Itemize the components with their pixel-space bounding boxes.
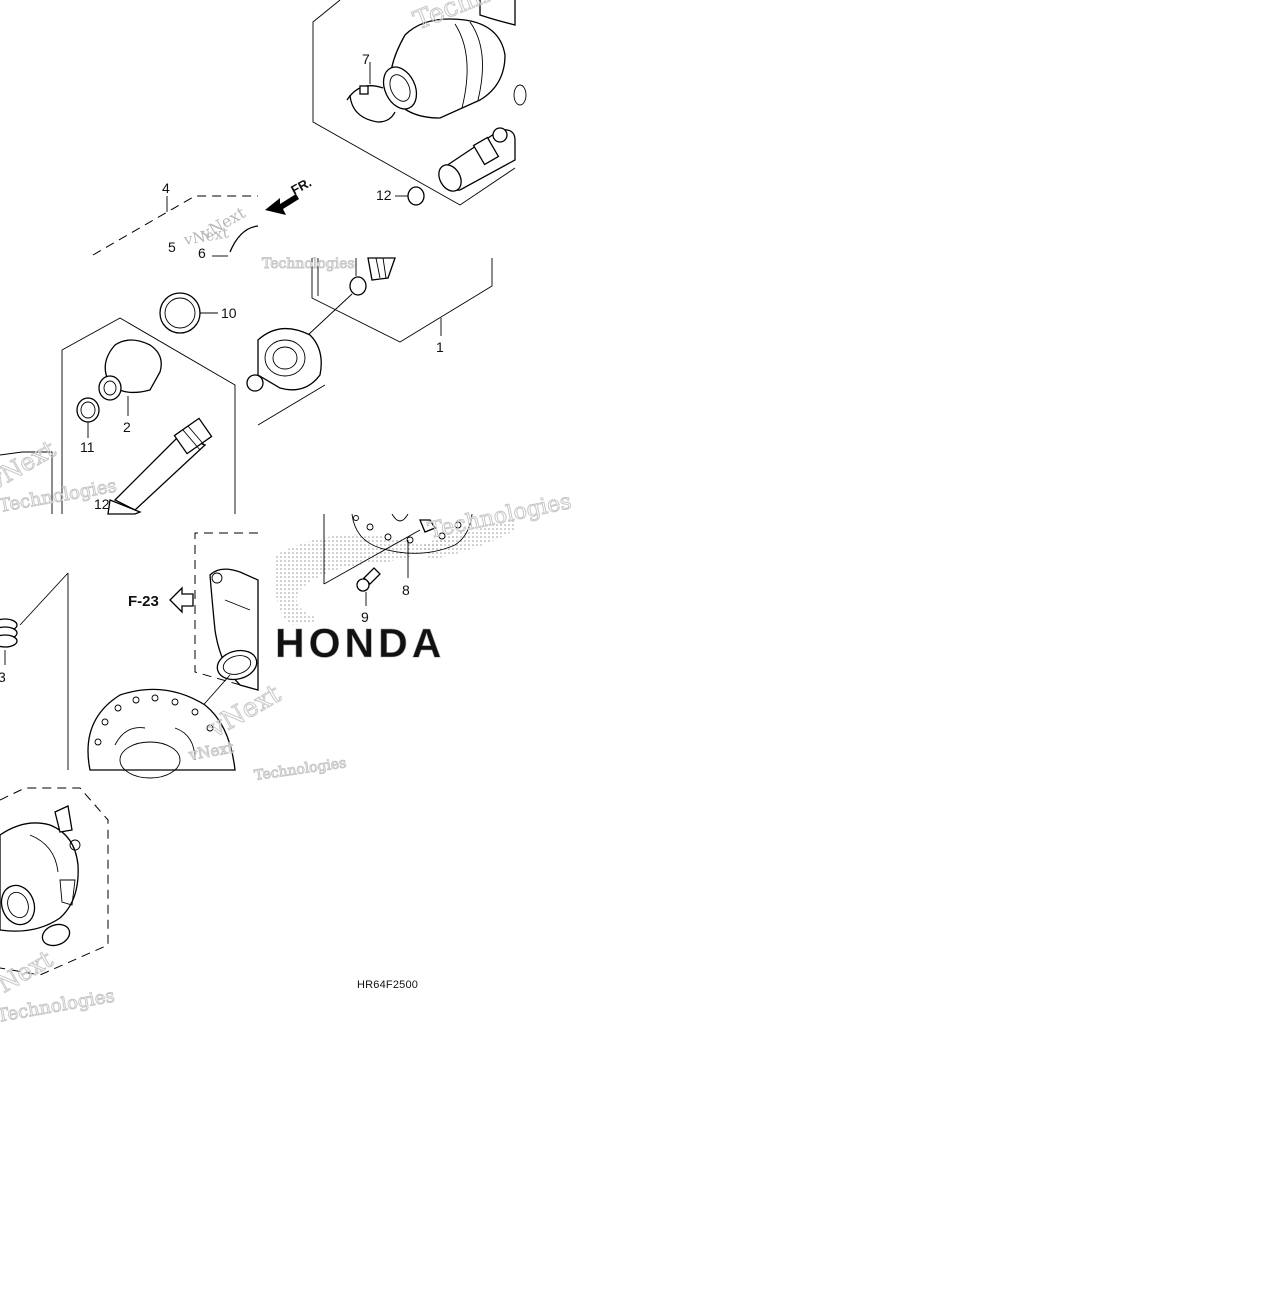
band-clamp-part [346,62,396,123]
watermark-text: Technologies [253,755,347,784]
part-label-5: 5 [168,239,176,255]
honda-wordmark: HONDA [275,620,445,666]
part-label-1: 1 [436,339,444,355]
diagram-code: HR64F2500 [357,979,418,991]
page-reference-link[interactable]: F-23 [128,593,159,610]
boot-part [382,0,516,119]
tile-brake-disc: HONDA Technologies 8 9 [275,489,574,667]
inner-joint-part [98,339,162,416]
part-label-3: 3 [0,669,6,685]
tile-boot-assembly: Technologies 7 12 [312,0,581,206]
front-direction-label: FR. [288,175,314,198]
part-label-10: 10 [221,305,237,321]
honda-logo: HONDA [275,518,515,666]
watermark-text: vNext [203,679,287,745]
arrow-left-icon [169,586,194,614]
part-label-12-top: 12 [376,187,392,203]
part-label-12-shaft: 12 [94,496,110,512]
oil-seal-part [257,328,322,391]
o-ring-part [407,186,425,206]
part-label-4: 4 [162,180,170,196]
part-label-9: 9 [361,609,369,625]
tile-seal-kit: Technologies 1 [246,256,493,426]
brake-disc-part [87,688,236,779]
joint-part [438,127,516,192]
o-ring-10-part [159,292,201,334]
front-arrow-icon [265,194,299,215]
part-label-8: 8 [402,582,410,598]
part-label-11: 11 [80,439,95,455]
part-label-6: 6 [198,245,206,261]
part-label-2: 2 [123,419,131,435]
bolt-part [356,567,381,606]
watermark-text: Technologies [262,256,355,272]
housing-part [0,805,81,947]
hub-part [209,568,259,691]
shaft-part [107,417,213,515]
spring-part [0,618,18,665]
part-label-7: 7 [362,51,370,67]
tile-axle-housing: vNext Technologies [0,787,117,1027]
